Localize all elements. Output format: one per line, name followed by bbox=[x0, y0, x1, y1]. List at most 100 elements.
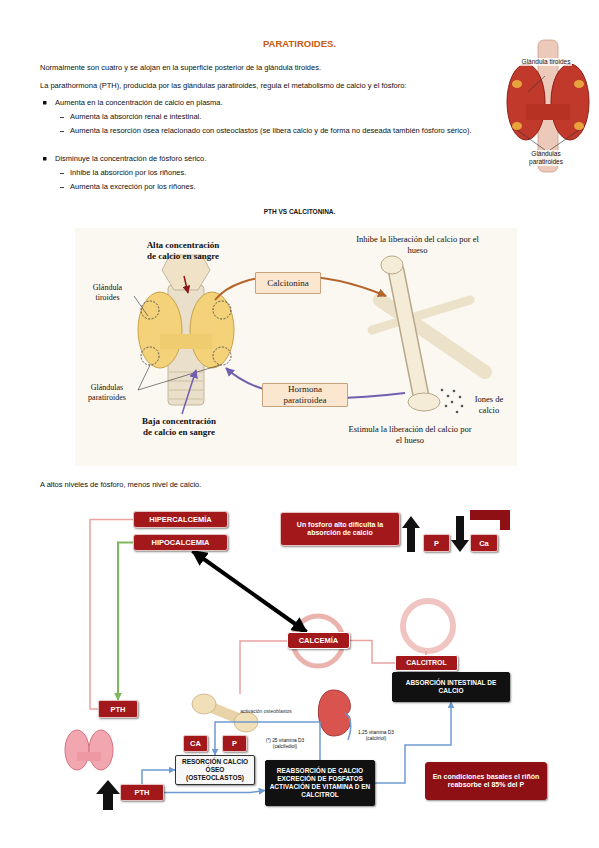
central-box: CALCEMÍA bbox=[287, 632, 350, 649]
bone-icon bbox=[234, 712, 258, 732]
corner-decoration bbox=[470, 510, 510, 530]
part-label: Glándulas paratiroides bbox=[515, 150, 577, 166]
element-box: CA bbox=[183, 735, 208, 752]
leader-line bbox=[134, 296, 148, 316]
body-text: Normalmente son cuatro y se alojan en la… bbox=[40, 63, 520, 72]
calcium-ion bbox=[447, 395, 450, 398]
connector-arrow bbox=[90, 520, 133, 710]
effect-box: REABSORCIÓN DE CALCIO EXCRECIÓN DE FOSFA… bbox=[265, 760, 375, 806]
node-text: PTH bbox=[111, 705, 126, 714]
part-label: Glándula tiroides bbox=[520, 58, 572, 66]
node-text: P bbox=[232, 739, 237, 748]
node-text: HIPERCALCEMÍA bbox=[149, 515, 212, 524]
calcium-ion bbox=[441, 389, 444, 392]
node-text: En condiciones basales el riñón reabsorb… bbox=[429, 773, 543, 790]
node-text: HIPOCALCEMIA bbox=[152, 538, 210, 547]
node-text: Hormona paratiroidea bbox=[266, 384, 344, 406]
leader-line bbox=[528, 76, 545, 92]
thyroid-icon bbox=[89, 730, 113, 770]
thyroid-isthmus bbox=[526, 104, 570, 120]
hormone-box: PTH bbox=[98, 700, 138, 718]
bullet-text: Aumenta la resorción ósea relacionado co… bbox=[70, 126, 490, 135]
part-label: Glándulas paratiroides bbox=[76, 383, 138, 403]
parathyroid-gland bbox=[574, 122, 584, 130]
hormone-box: PTH bbox=[120, 784, 164, 801]
calcium-ion bbox=[461, 405, 464, 408]
element-box: P bbox=[222, 735, 247, 752]
node-text: PTH bbox=[135, 788, 150, 797]
increase-arrow bbox=[402, 516, 420, 552]
bone-icon bbox=[208, 706, 242, 720]
bullet-square bbox=[43, 101, 47, 105]
part-label: Glándula tiroides bbox=[80, 283, 135, 303]
parathyroid-gland bbox=[512, 80, 522, 88]
trachea-ring bbox=[169, 372, 203, 373]
bullet-dash bbox=[60, 187, 64, 188]
edge-label: activación osteoblastos bbox=[238, 708, 294, 714]
bullet-square bbox=[43, 157, 47, 161]
trachea-ring bbox=[169, 381, 203, 382]
bullet-text: Disminuye la concentración de fósforo sé… bbox=[55, 154, 495, 163]
connector-arrow bbox=[164, 790, 265, 792]
node-text: Un fosforo alto dificulta la absorción d… bbox=[284, 521, 396, 538]
bullet-dash bbox=[60, 117, 64, 118]
parathyroid-gland bbox=[213, 347, 231, 365]
node-text: CA bbox=[190, 739, 201, 748]
trachea-rings bbox=[169, 372, 203, 399]
node-text: CALCITROL bbox=[406, 659, 446, 667]
bone-trabecula bbox=[380, 300, 485, 372]
hormone-box: CALCITROL bbox=[395, 655, 458, 671]
thyroid-lobe bbox=[138, 292, 182, 368]
hormone-box: Calcitonina bbox=[255, 272, 321, 294]
increase-arrow bbox=[96, 780, 120, 810]
connector-arrow bbox=[142, 770, 175, 784]
thyroid-lobe bbox=[551, 64, 589, 140]
leader-line bbox=[138, 365, 220, 390]
figure-label: Baja concentración de calcio en sangre bbox=[138, 416, 220, 439]
element-box: Ca bbox=[470, 534, 498, 552]
parathyroid-gland bbox=[213, 301, 231, 319]
figure-label: Alta concentración de calcio en sangre bbox=[142, 240, 224, 263]
leader-line bbox=[517, 130, 545, 150]
ring-decoration bbox=[403, 601, 453, 651]
bullet-text: Inhibe la absorción por los riñones. bbox=[70, 168, 490, 177]
femur-condyle bbox=[408, 393, 440, 411]
femur-head bbox=[381, 256, 403, 274]
calcium-ion bbox=[459, 396, 462, 399]
pointer-arrow bbox=[182, 370, 196, 414]
element-box: P bbox=[423, 534, 450, 552]
femur-bone bbox=[396, 270, 421, 396]
thyroid-icon bbox=[77, 752, 101, 761]
condition-box: HIPERCALCEMÍA bbox=[133, 511, 228, 528]
bullet-text: Aumenta en la concentración de calcio en… bbox=[55, 98, 495, 107]
connector-arrow bbox=[192, 551, 306, 632]
note-box: Un fosforo alto dificulta la absorción d… bbox=[280, 512, 400, 546]
thyroid-icon bbox=[65, 730, 89, 770]
figure-label: Iones de calcio bbox=[466, 394, 512, 415]
thyroid-isthmus bbox=[160, 334, 212, 349]
node-text: REABSORCIÓN DE CALCIO EXCRECIÓN DE FOSFA… bbox=[269, 767, 371, 798]
parathyroid-gland bbox=[141, 347, 159, 365]
small-note: (*) 25 vitamina D3 (calcifediol) bbox=[256, 738, 314, 750]
node-text: P bbox=[434, 539, 439, 548]
node-text: ABSORCIÓN INTESTINAL DE CALCIO bbox=[396, 679, 506, 695]
figure-background bbox=[75, 228, 517, 466]
decrease-arrow bbox=[451, 516, 469, 552]
bone-trabecula bbox=[372, 300, 470, 330]
note-box: En condiciones basales el riñón reabsorb… bbox=[425, 762, 547, 800]
bone-icon bbox=[192, 694, 216, 714]
bone-outline bbox=[396, 270, 421, 396]
effect-box: ABSORCIÓN INTESTINAL DE CALCIO bbox=[392, 672, 510, 702]
calcium-ions bbox=[441, 389, 464, 414]
parathyroid-gland bbox=[512, 122, 522, 130]
node-text: RESORCIÓN CALCIO ÓSEO (OSTEOCLASTOS) bbox=[179, 758, 251, 781]
bullet-dash bbox=[60, 131, 64, 132]
body-text: A altos niveles de fósforo, menos nivel … bbox=[40, 480, 440, 489]
leader-line bbox=[550, 130, 579, 150]
thyroid-lobe bbox=[507, 64, 545, 140]
kidney-icon bbox=[318, 690, 350, 736]
parathyroid-gland bbox=[141, 301, 159, 319]
bullet-dash bbox=[60, 173, 64, 174]
leader-line bbox=[138, 365, 150, 390]
section-heading: PTH VS CALCITONINA. bbox=[0, 208, 599, 216]
